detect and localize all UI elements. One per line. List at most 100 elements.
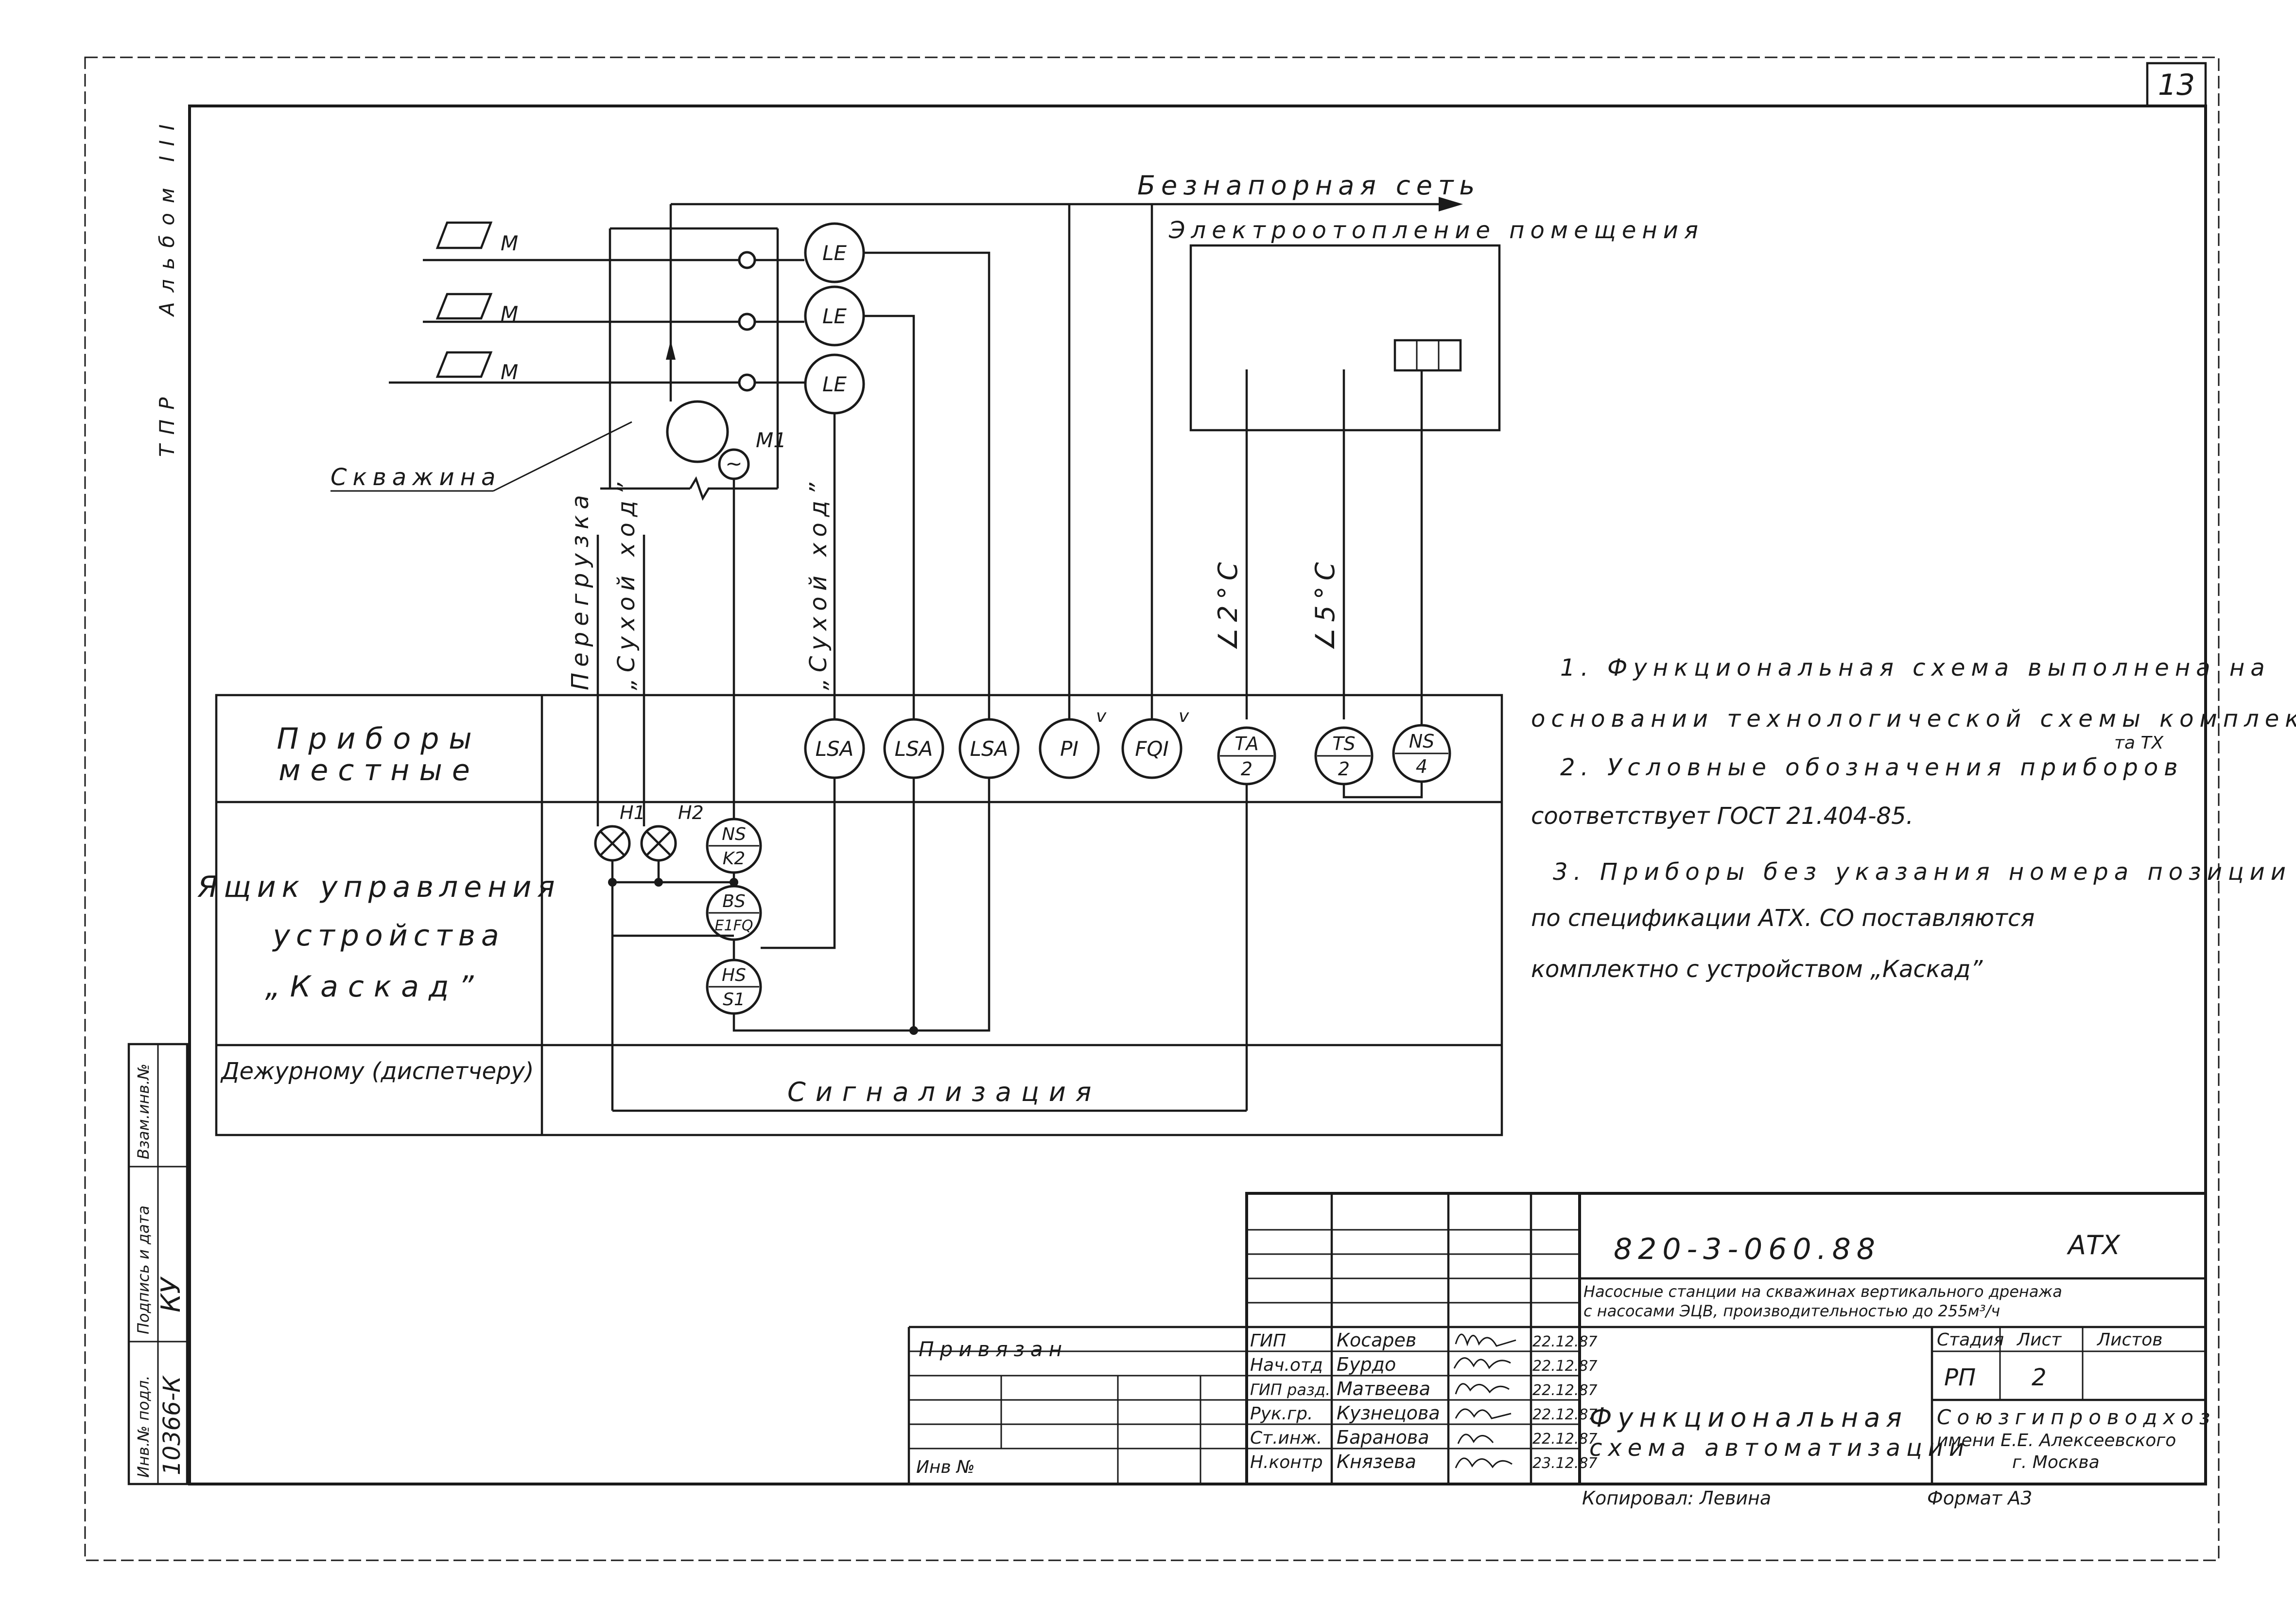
inv-no-value: 10366-К <box>158 1375 186 1475</box>
local-instruments: LSA LSA LSA PI v FQI v ТА 2 TS 2 NS 4 <box>804 706 1451 1111</box>
heating-room-box <box>1189 244 1501 432</box>
bs-e1fq-top: BS <box>722 891 746 911</box>
bs-e1fq-bottom: E1FQ <box>715 917 753 934</box>
sheets-header: Листов <box>2096 1330 2162 1350</box>
note-3-line-2: по спецификации АТХ. СО поставляются <box>1531 905 2035 932</box>
staff-3-name: Матвеева <box>1337 1378 1430 1399</box>
staff-3-date: 22.12.87 <box>1532 1382 1598 1399</box>
ta-instrument-bottom: 2 <box>1241 758 1252 780</box>
org-line-2: имени Е.Е. Алексеевского <box>1937 1431 2176 1450</box>
staff-1-date: 22.12.87 <box>1532 1333 1598 1350</box>
motor-label: М1 <box>756 428 786 452</box>
attached-label: Привязан <box>919 1337 1068 1361</box>
designation: 820-3-060.88 <box>1614 1232 1881 1266</box>
staff-4-date: 22.12.87 <box>1532 1406 1598 1423</box>
level-marker-3-label: М <box>501 360 518 384</box>
h2-label: Н2 <box>678 802 704 823</box>
device-table: Приборы местные Ящик управления устройст… <box>197 694 1503 1136</box>
object-line-2: с насосами ЭЦВ, производительностью до 2… <box>1583 1302 2000 1320</box>
lsa-instrument-3-label: LSA <box>970 737 1009 761</box>
staff-5-date: 22.12.87 <box>1532 1431 1598 1448</box>
dry-run-label-2: „Сухой ход” <box>805 477 832 690</box>
ta-instrument-top: ТА <box>1235 733 1258 754</box>
staff-6-role: Н.контр <box>1250 1452 1323 1472</box>
row-dispatcher: Дежурному (диспетчеру) <box>220 1058 534 1085</box>
signature-3 <box>1455 1383 1510 1395</box>
staff-6-date: 23.12.87 <box>1532 1455 1598 1472</box>
row-control-box-1: Ящик управления <box>197 870 560 904</box>
junction-dot-1 <box>608 878 617 887</box>
level-marker-1-label: М <box>501 231 518 255</box>
signature-5 <box>1457 1433 1494 1444</box>
section-code: АТХ <box>2067 1230 2121 1260</box>
format-label: Формат А3 <box>1927 1487 2032 1509</box>
ns4-instrument-bottom: 4 <box>1416 756 1427 777</box>
inv-no-repl-label: Взам.инв.№ <box>134 1064 153 1159</box>
inv-no-label: Инв № <box>916 1457 975 1477</box>
staff-5-role: Ст.инж. <box>1250 1428 1322 1448</box>
note-1-line-1: 1. Функциональная схема выполнена на <box>1560 654 2271 681</box>
sheet-header: Лист <box>2016 1330 2062 1350</box>
note-1-line-2: основании технологической схемы комплек- <box>1531 705 2296 733</box>
fqi-instrument <box>1121 718 1183 779</box>
sheet-value: 2 <box>2032 1364 2047 1391</box>
row-local-devices-2: местные <box>278 753 480 787</box>
tpr-label: ТПР <box>155 387 179 457</box>
staff-1-name: Косарев <box>1337 1329 1416 1351</box>
heater-symbol <box>1393 339 1462 372</box>
le2-to-lsa2-line <box>864 314 915 719</box>
org-line-1: Союзгипроводхоз <box>1937 1405 2216 1429</box>
sheet-frames: 13 <box>84 56 2220 1561</box>
hs-to-lsa3-line <box>732 778 991 1032</box>
staff-4-name: Кузнецова <box>1337 1402 1440 1424</box>
h1-lamp-cross-b <box>599 830 626 856</box>
level-terminal-1 <box>738 251 756 269</box>
hs-s1-bottom: S1 <box>723 990 745 1010</box>
temp-5-label: ∠5°С <box>1310 557 1340 651</box>
le-sensor-2-label: LE <box>822 304 847 328</box>
sheet-number: 13 <box>2158 68 2195 102</box>
staff-4-role: Рук.гр. <box>1250 1404 1313 1424</box>
staff-6-name: Князева <box>1337 1451 1416 1472</box>
well-label-leader <box>493 421 632 492</box>
ns-k2-bottom: K2 <box>723 849 746 869</box>
overload-label: Перегрузка <box>567 489 594 690</box>
signature-2 <box>1453 1357 1511 1369</box>
staff-1-role: ГИП <box>1250 1331 1286 1351</box>
hs-s1-top: HS <box>722 965 746 985</box>
note-3-line-1: 3. Приборы без указания номера позиции <box>1553 858 2292 886</box>
level-marker-3 <box>435 351 493 378</box>
ts-instrument-bottom: 2 <box>1338 758 1350 780</box>
staff-2-role: Нач.отд <box>1250 1355 1323 1375</box>
staff-2-date: 22.12.87 <box>1532 1358 1598 1375</box>
pump-symbol <box>666 400 729 463</box>
inv-no-orig-label: Инв.№ подл. <box>134 1375 153 1478</box>
signature-6 <box>1455 1457 1513 1468</box>
electric-heating-label: Электроотопление помещения <box>1168 217 1704 244</box>
ns-k2-top: NS <box>722 824 746 844</box>
lsa-instrument-1-label: LSA <box>816 737 854 761</box>
level-marker-1 <box>435 221 493 249</box>
lsa1-to-bs-line <box>761 778 836 949</box>
well-break-mark <box>689 476 714 501</box>
dry-run-label-1: „Сухой ход” <box>613 477 640 690</box>
staff-5-name: Баранова <box>1337 1427 1429 1448</box>
junction-dot-4 <box>909 1026 918 1035</box>
vertical-labels: Перегрузка „Сухой ход” „Сухой ход” ∠2°С … <box>567 477 1340 690</box>
inner-drawing-frame <box>188 105 2207 1485</box>
h1-label: Н1 <box>620 802 645 823</box>
fqi-instrument-label: FQI <box>1135 737 1169 761</box>
outer-trim-frame <box>84 56 2220 1561</box>
signature-4 <box>1455 1408 1512 1419</box>
ts-instrument-top: TS <box>1332 733 1355 754</box>
stage-header: Стадия <box>1937 1330 2004 1350</box>
ts-ns4-link <box>1342 782 1423 799</box>
note-2-line-2: соответствует ГОСТ 21.404-85. <box>1531 803 1913 830</box>
staff-3-role: ГИП разд. <box>1250 1380 1330 1399</box>
note-2-line-1: 2. Условные обозначения приборов <box>1560 754 2184 781</box>
note-1-line-3: та ТХ <box>2114 733 2164 753</box>
pi-tick-mark: v <box>1096 706 1107 726</box>
left-margin: Альбом III ТПР <box>155 115 179 457</box>
stage-value: РП <box>1944 1364 1976 1391</box>
row-control-box-2: устройства <box>272 919 504 953</box>
